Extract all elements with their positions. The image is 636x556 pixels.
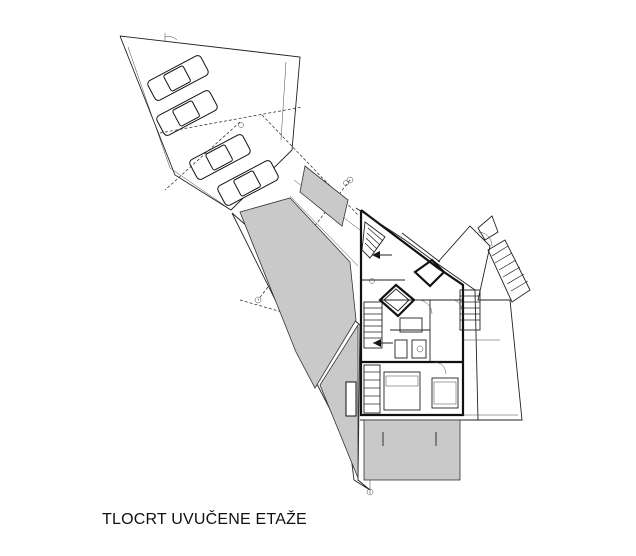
car-3 — [189, 134, 251, 180]
core-box — [378, 258, 446, 318]
terrace-south — [363, 419, 461, 496]
floor-plan-drawing — [119, 33, 531, 496]
east-terrace — [437, 225, 523, 421]
axis-marker — [238, 122, 244, 128]
car-1 — [147, 55, 209, 101]
terrace-lower-left — [319, 323, 359, 479]
car-2 — [156, 90, 218, 136]
ramp — [231, 165, 371, 491]
stairs-external — [477, 215, 531, 303]
bench — [345, 381, 357, 417]
parking-area — [119, 33, 301, 211]
fixtures — [383, 299, 463, 411]
stairs-right — [459, 289, 481, 331]
axis-marker — [343, 180, 349, 186]
car-4 — [217, 160, 279, 206]
stairs-top — [361, 221, 386, 259]
stairs-left — [363, 301, 383, 414]
drawing-caption: TLOCRT UVUČENE ETAŽE — [102, 511, 307, 528]
axis-marker — [369, 278, 375, 284]
parked-cars — [147, 55, 279, 206]
staircases — [361, 215, 531, 414]
